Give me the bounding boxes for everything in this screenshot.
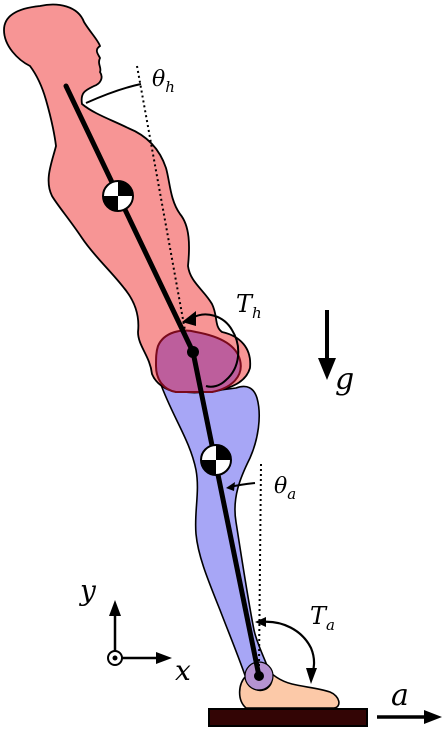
hip-torque-arc [191, 313, 240, 388]
theta-h-angle-arc [85, 83, 142, 104]
ankle-torque-tail [255, 617, 266, 627]
acceleration-label: a [391, 678, 409, 713]
gravity-label: g [335, 362, 354, 397]
gravity-arrowhead [318, 358, 336, 380]
theta-h-label: θh [152, 67, 175, 96]
hip-torque-label: Th [236, 290, 262, 322]
y-axis-label: y [78, 574, 97, 607]
platform [208, 708, 368, 727]
x-axis-label: x [175, 654, 191, 687]
hip-vertical-reference [136, 65, 187, 337]
ankle-torque-label: Ta [310, 602, 335, 634]
z-axis-dot [112, 655, 118, 661]
theta-a-arrowhead [226, 482, 235, 491]
upper-body-center-of-mass [102, 180, 134, 212]
x-axis-arrowhead [156, 652, 172, 664]
acceleration-arrowhead [424, 710, 442, 724]
theta-a-label: θa [274, 474, 296, 503]
lower-body-center-of-mass [200, 444, 232, 476]
lower-body [158, 379, 273, 692]
ankle-vertical-reference [258, 463, 262, 667]
ankle-torque-arrowhead [306, 668, 317, 684]
hip-torque-arrowhead [182, 311, 196, 326]
lower-body-segment [190, 349, 262, 679]
y-axis-arrowhead [109, 600, 121, 616]
pelvis-overlap [154, 329, 242, 393]
hip-pivot-dot [187, 346, 199, 358]
upper-body-segment [63, 83, 196, 355]
